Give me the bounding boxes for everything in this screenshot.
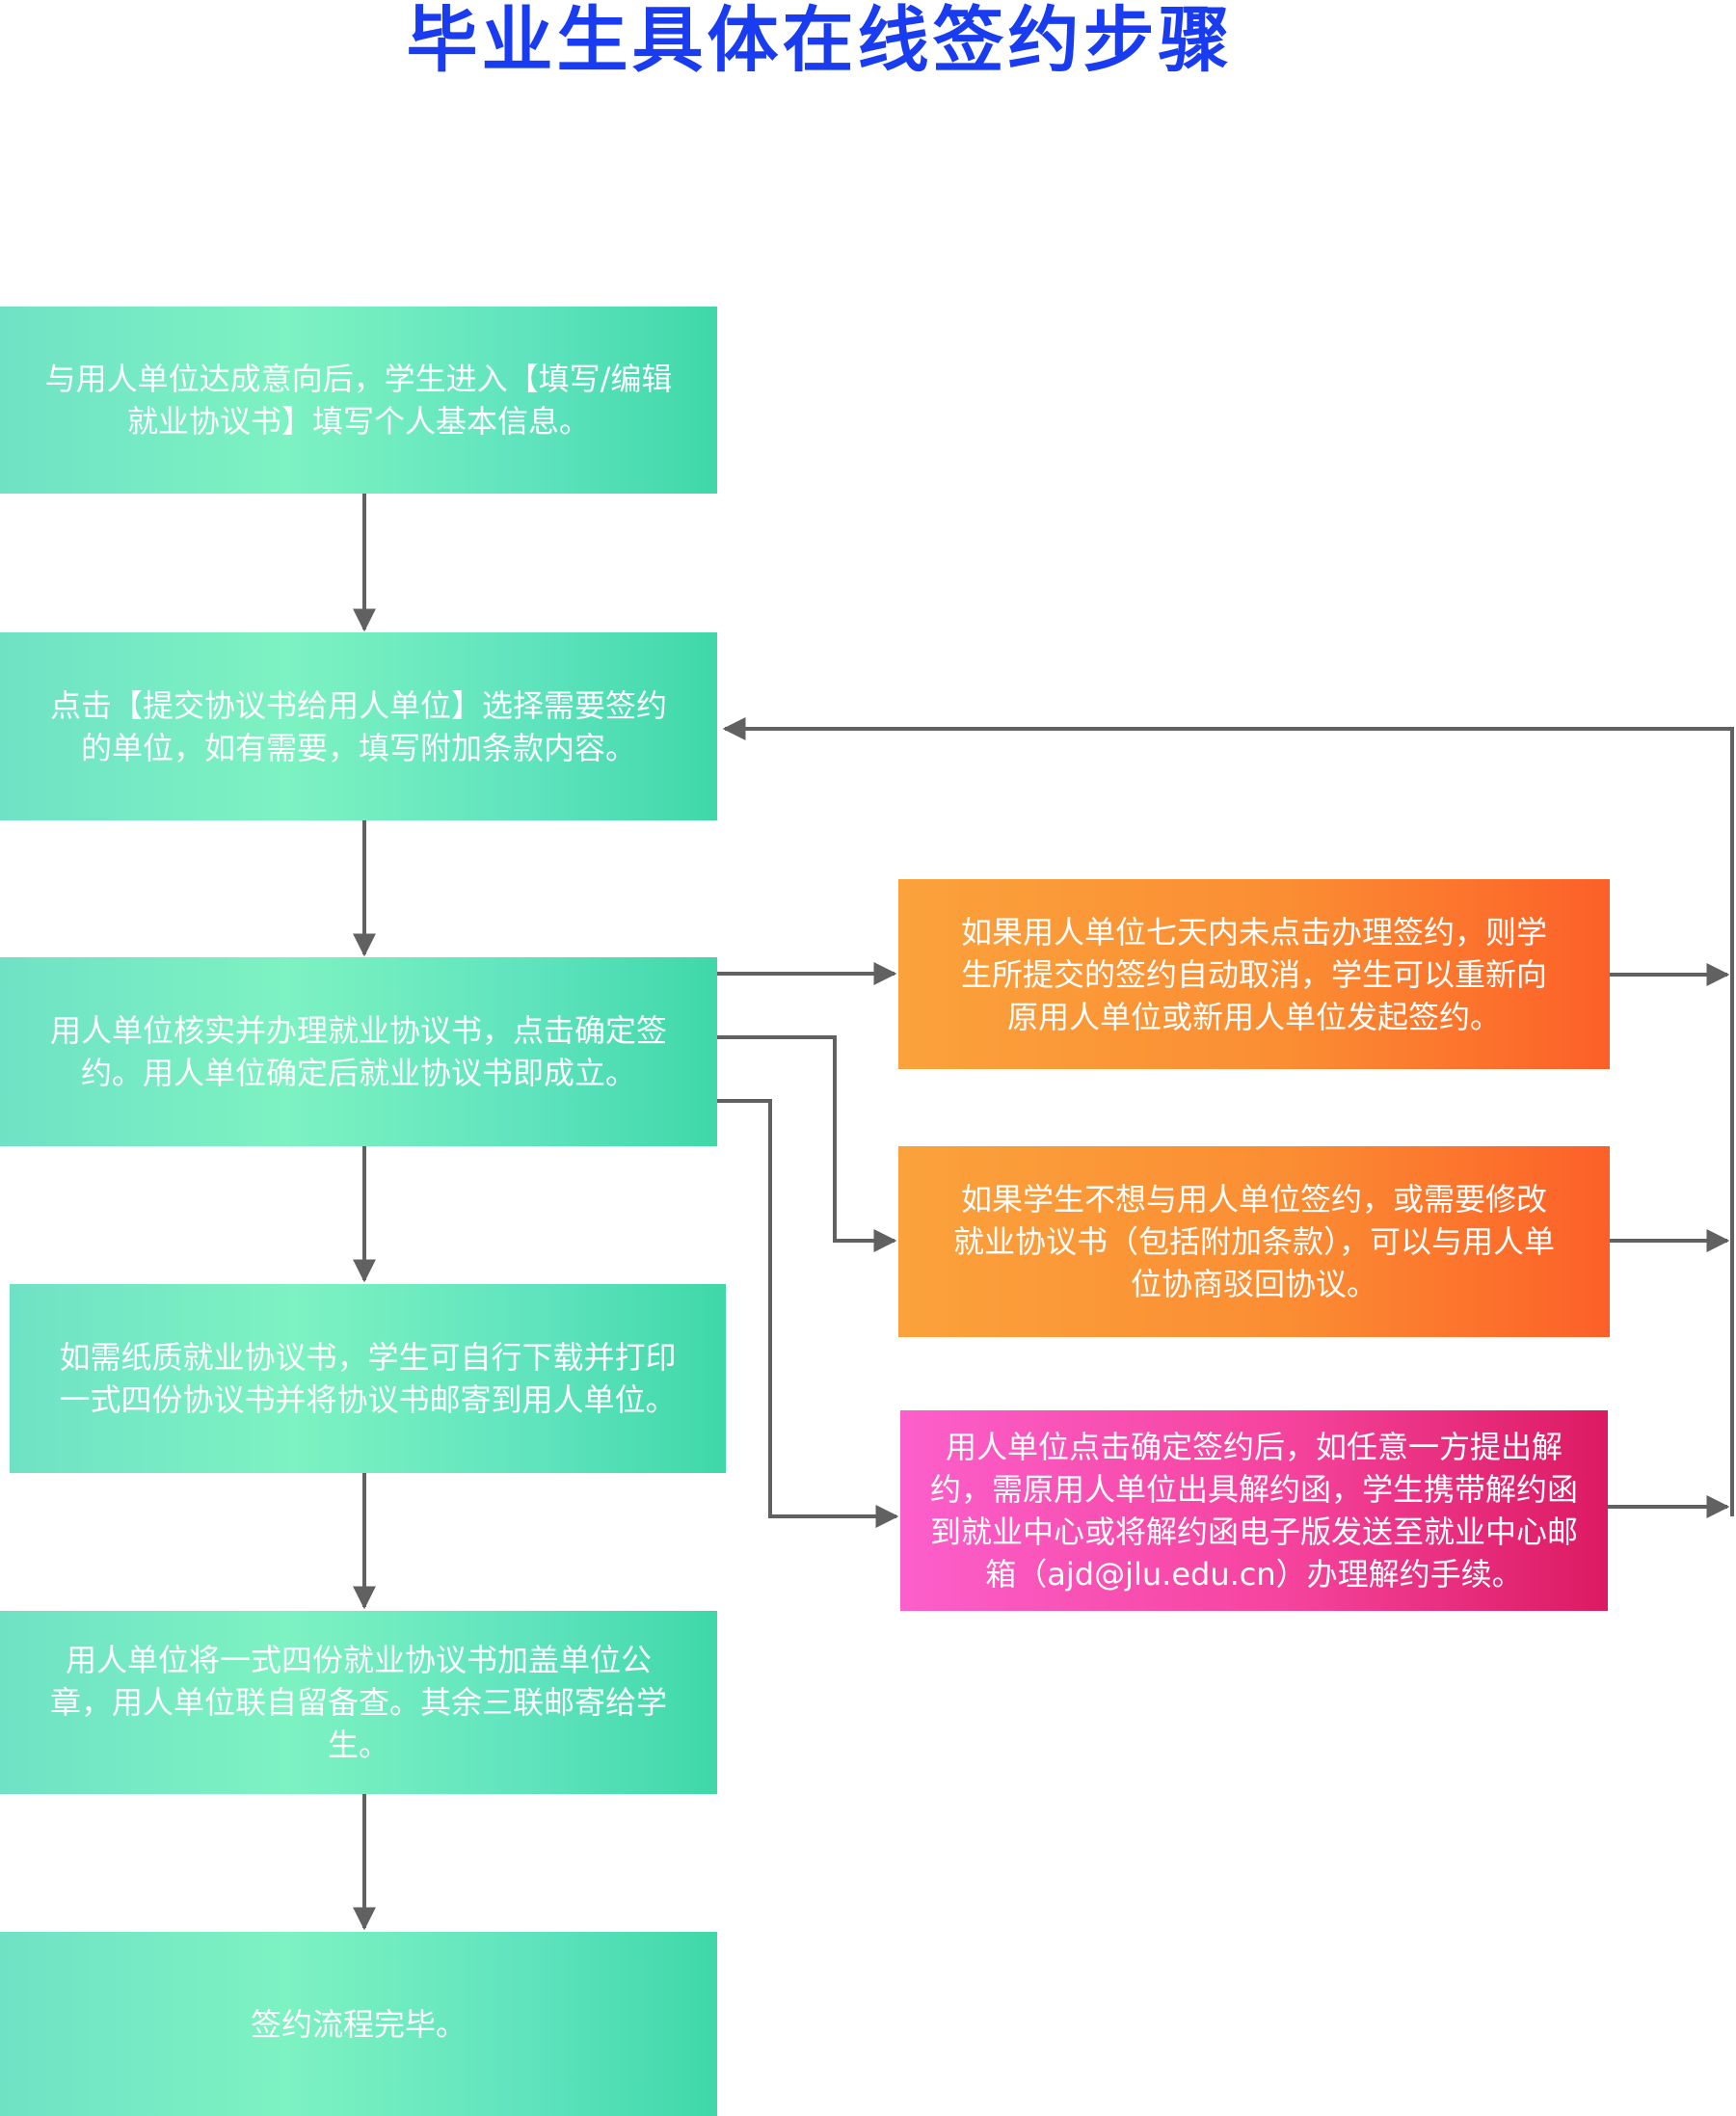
note-terminate-box: 用人单位点击确定签约后，如任意一方提出解约，需原用人单位出具解约函，学生携带解约… bbox=[900, 1410, 1608, 1611]
step-5-text: 用人单位将一式四份就业协议书加盖单位公章，用人单位联自留备查。其余三联邮寄给学生… bbox=[49, 1642, 667, 1763]
step-2-box: 点击【提交协议书给用人单位】选择需要签约的单位，如有需要，填写附加条款内容。 bbox=[0, 632, 717, 820]
page-title: 毕业生具体在线签约步骤 bbox=[406, 0, 1234, 82]
arrow-step3-to-note3 bbox=[717, 1099, 899, 1528]
note-reject-text: 如果学生不想与用人单位签约，或需要修改就业协议书（包括附加条款），可以与用人单位… bbox=[952, 1181, 1555, 1302]
step-6-text: 签约流程完毕。 bbox=[250, 2005, 467, 2043]
note-cancel-text: 如果用人单位七天内未点击办理签约，则学生所提交的签约自动取消，学生可以重新向原用… bbox=[960, 913, 1547, 1035]
step-2-text: 点击【提交协议书给用人单位】选择需要签约的单位，如有需要，填写附加条款内容。 bbox=[49, 686, 667, 766]
step-1-text: 与用人单位达成意向后，学生进入【填写/编辑就业协议书】填写个人基本信息。 bbox=[44, 361, 673, 440]
step-3-box: 用人单位核实并办理就业协议书，点击确定签约。用人单位确定后就业协议书即成立。 bbox=[0, 957, 717, 1146]
step-4-box: 如需纸质就业协议书，学生可自行下载并打印一式四份协议书并将协议书邮寄到用人单位。 bbox=[10, 1284, 726, 1473]
return-line-to-step2 bbox=[722, 717, 1734, 1516]
note-reject-box: 如果学生不想与用人单位签约，或需要修改就业协议书（包括附加条款），可以与用人单位… bbox=[898, 1146, 1610, 1337]
step-4-text: 如需纸质就业协议书，学生可自行下载并打印一式四份协议书并将协议书邮寄到用人单位。 bbox=[59, 1339, 677, 1418]
arrow-step3-to-note2 bbox=[717, 1035, 897, 1252]
step-3-text: 用人单位核实并办理就业协议书，点击确定签约。用人单位确定后就业协议书即成立。 bbox=[49, 1012, 667, 1091]
step-6-box: 签约流程完毕。 bbox=[0, 1932, 717, 2116]
note-terminate-text: 用人单位点击确定签约后，如任意一方提出解约，需原用人单位出具解约函，学生携带解约… bbox=[929, 1429, 1578, 1593]
step-1-box: 与用人单位达成意向后，学生进入【填写/编辑就业协议书】填写个人基本信息。 bbox=[0, 307, 717, 494]
step-5-box: 用人单位将一式四份就业协议书加盖单位公章，用人单位联自留备查。其余三联邮寄给学生… bbox=[0, 1611, 717, 1794]
note-cancel-box: 如果用人单位七天内未点击办理签约，则学生所提交的签约自动取消，学生可以重新向原用… bbox=[898, 879, 1610, 1069]
